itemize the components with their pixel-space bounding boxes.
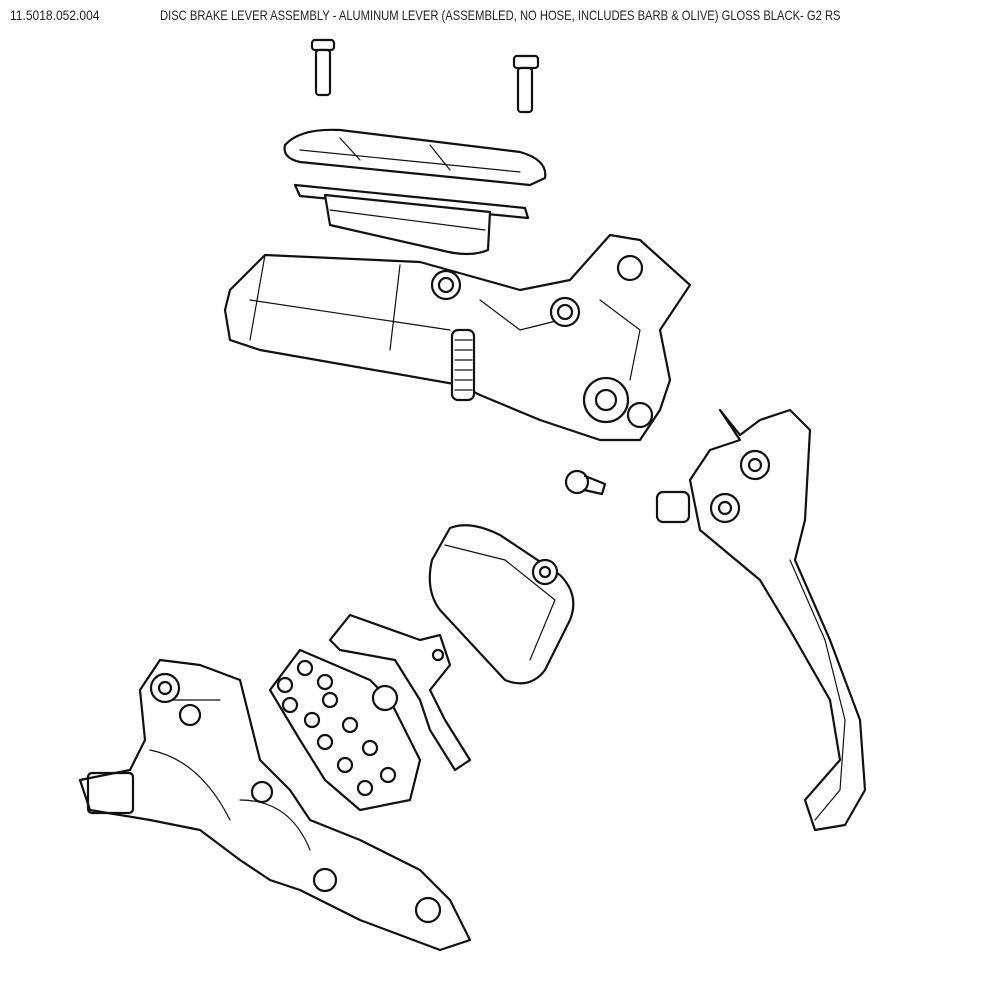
brake-pad [428,524,575,685]
reservoir-bolt-left [310,38,336,97]
pivot-screw [564,469,607,496]
caliper [78,658,472,952]
reservoir-cap [283,128,547,187]
lever-blade [655,408,867,832]
part-description: DISC BRAKE LEVER ASSEMBLY - ALUMINUM LEV… [160,7,841,23]
master-cylinder-body [223,233,692,442]
reservoir-bolt-right [512,54,540,114]
pad-spring [328,613,472,772]
part-number: 11.5018.052.004 [10,7,100,23]
brake-pad-backing [268,648,422,812]
bladder [293,183,530,256]
